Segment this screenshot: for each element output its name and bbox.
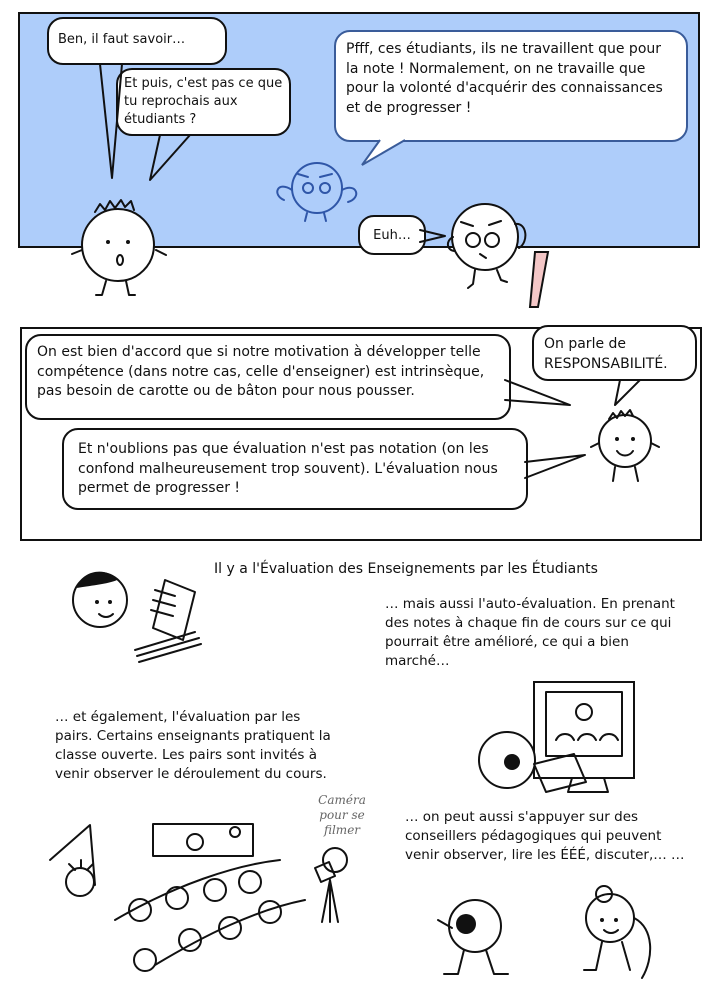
self-evaluation-monitor-icon [478,681,635,793]
speech-text-reproche: Et puis, c'est pas ce que tu reprochais … [124,76,283,127]
classroom-scene-icon [49,823,348,972]
speech-bubble-evaluation: Et n'oublions pas que évaluation n'est p… [62,428,528,510]
caption-conseillers: … on peut aussi s'appuyer sur des consei… [405,809,685,863]
speech-bubble-euh: Euh… [358,215,426,255]
speech-bubble-reproche: Et puis, c'est pas ce que tu reprochais … [116,68,291,136]
caption-camera: Caméra pour se filmer [318,793,366,837]
speech-text-responsabilite: On parle de RESPONSABILITÉ. [544,336,668,372]
caption-auto-evaluation: … mais aussi l'auto-évaluation. En prena… [385,596,675,669]
speech-bubble-ben: Ben, il faut savoir… [47,17,227,65]
speech-text-pfff: Pfff, ces étudiants, ils ne travaillent … [346,41,663,116]
old-teacher-character-icon [447,203,550,308]
caption-eee: Il y a l'Évaluation des Enseignements pa… [214,561,598,577]
speech-text-ben: Ben, il faut savoir… [58,32,186,47]
speech-text-motivation: On est bien d'accord que si notre motiva… [37,344,485,399]
student-character-icon [71,199,167,296]
speech-tails-panel1 [99,63,446,243]
speech-bubble-motivation: On est bien d'accord que si notre motiva… [25,334,511,420]
speech-text-evaluation: Et n'oublions pas que évaluation n'est p… [78,441,498,496]
speech-bubble-pfff: Pfff, ces étudiants, ils ne travaillent … [334,30,688,142]
speaker-character-icon [590,409,660,482]
speech-bubble-responsabilite: On parle de RESPONSABILITÉ. [532,325,697,381]
speech-text-euh: Euh… [373,228,411,243]
speech-tails-panel2 [504,379,641,479]
caption-pairs: … et également, l'évaluation par les pai… [55,709,331,782]
pedagogical-advisers-icon [437,885,652,979]
blue-thought-figure-icon [276,162,358,222]
teacher-reading-evaluations-icon [72,571,202,663]
